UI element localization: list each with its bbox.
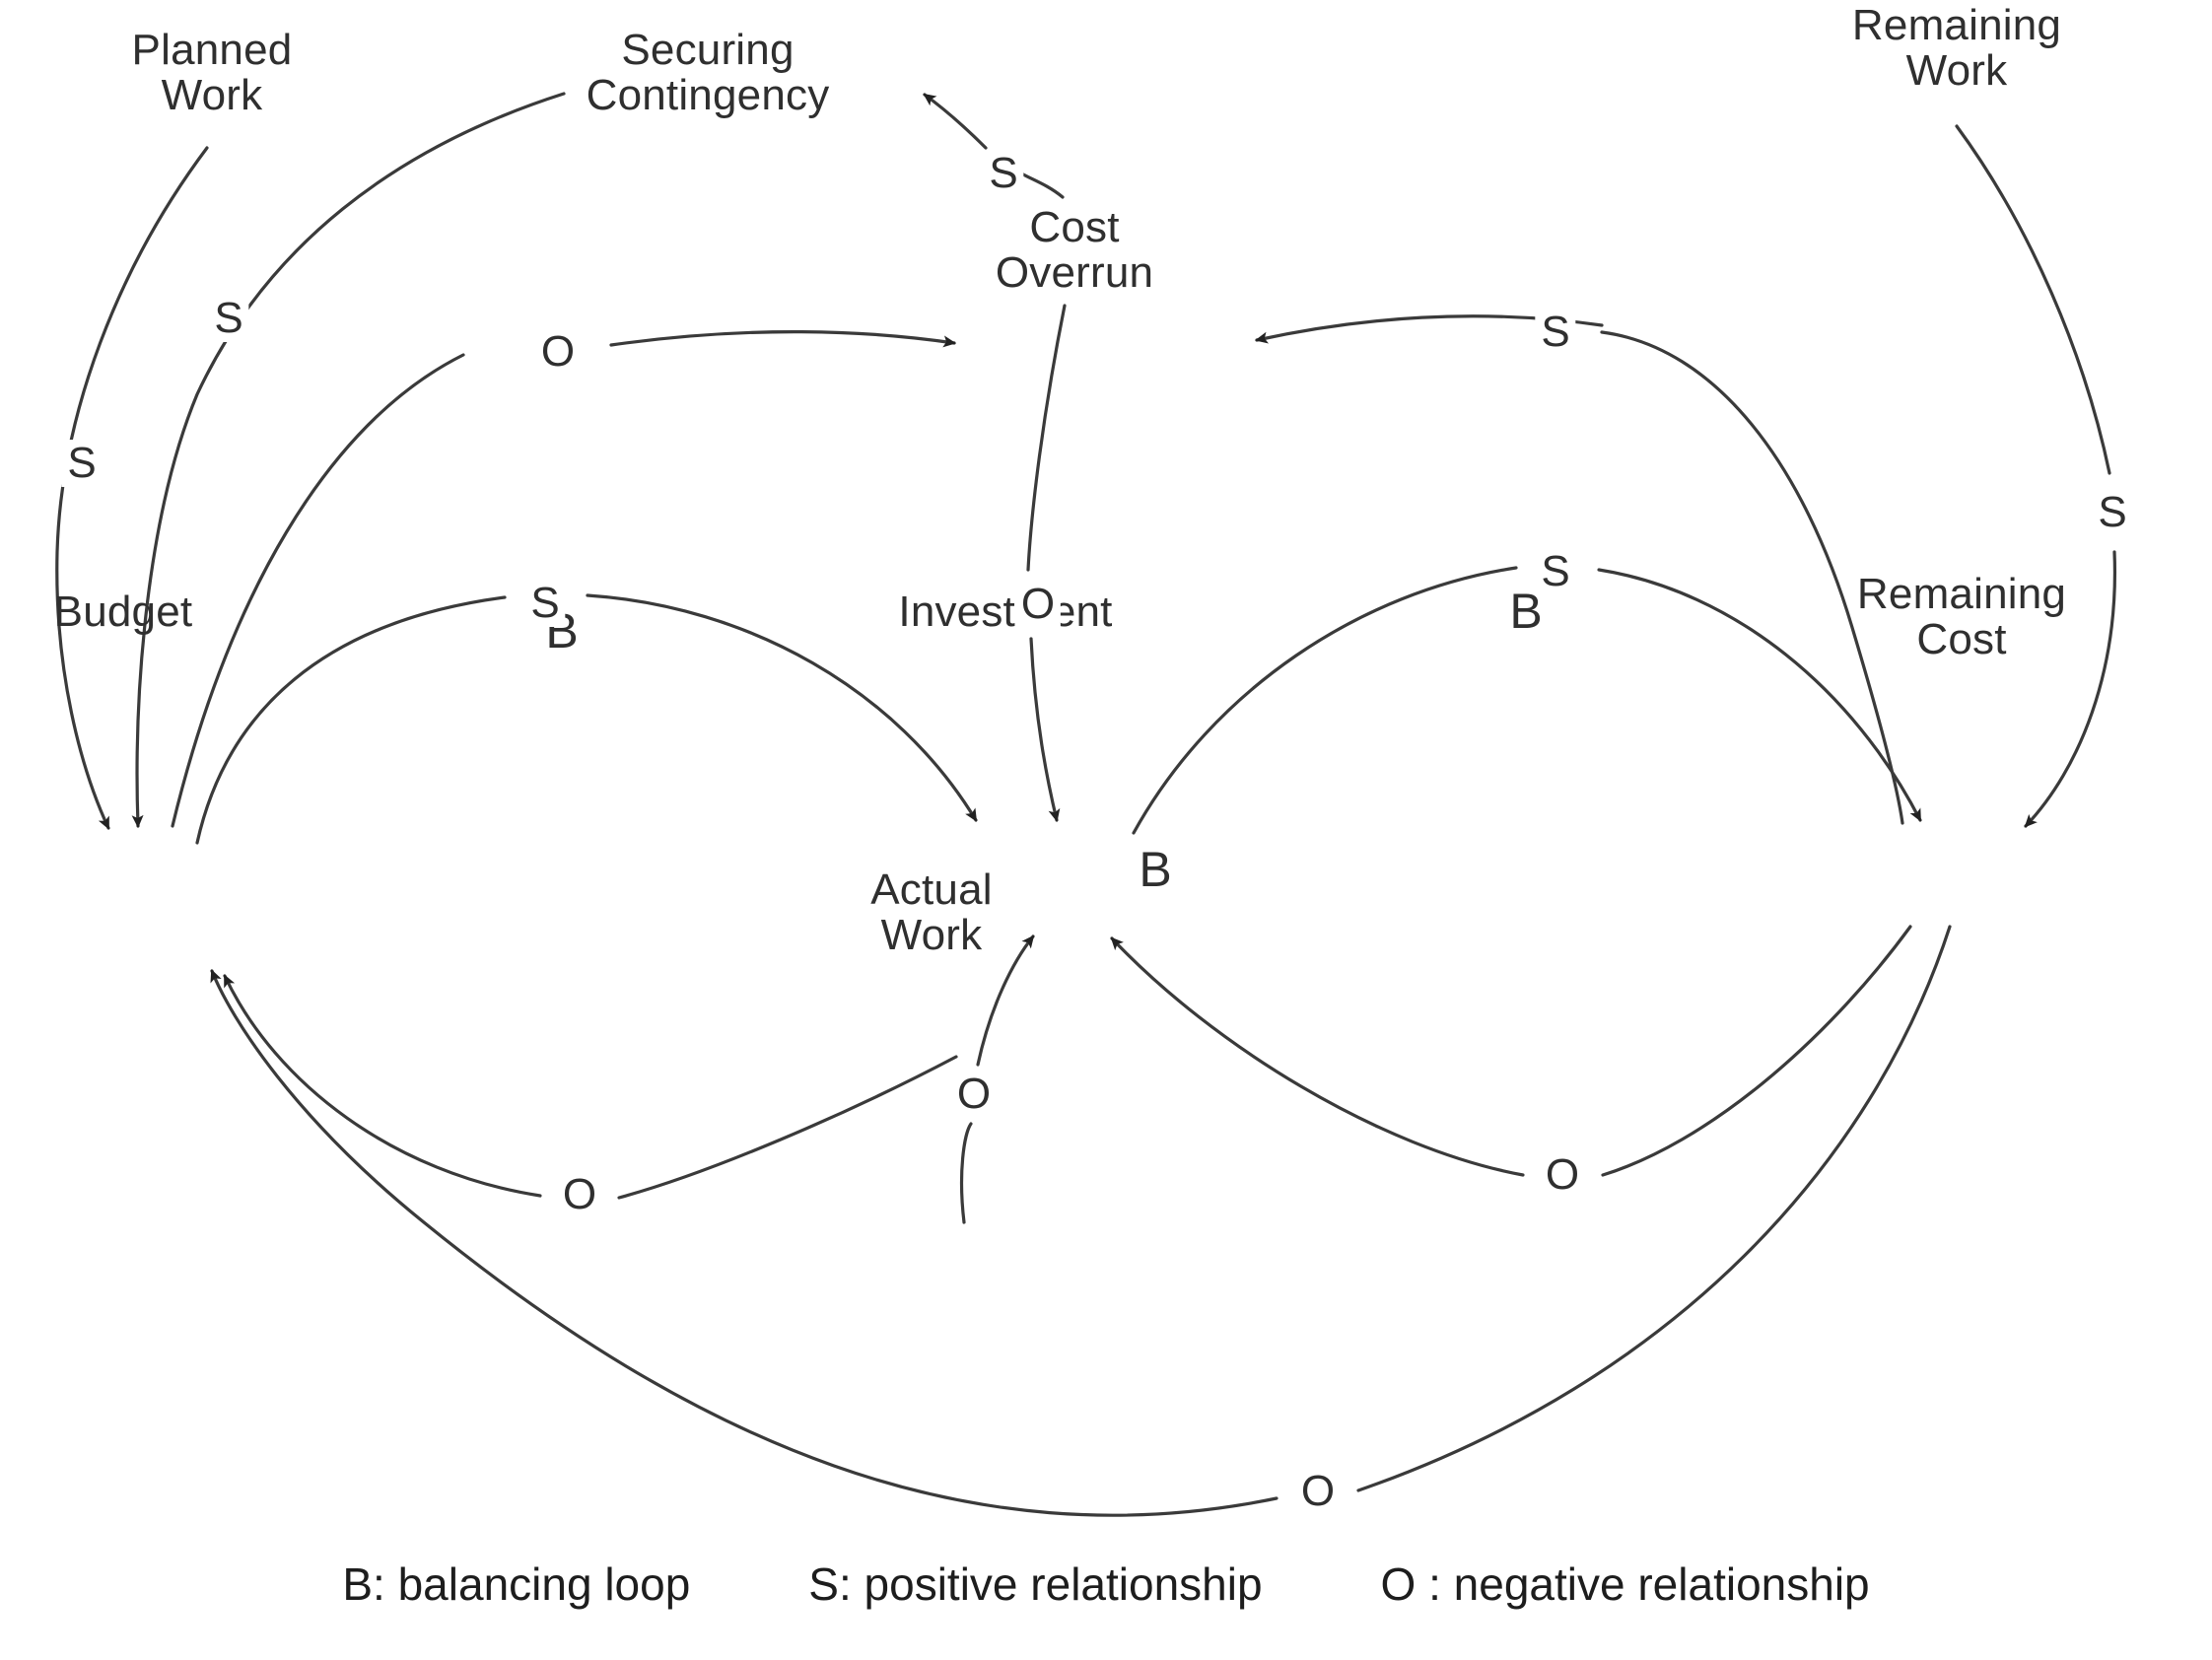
link-actual-work-to-investment-2 [976,934,1035,1067]
link-actual-work-to-investment [959,1122,973,1224]
node-remaining-cost[interactable]: Remaining Cost [1856,570,2067,664]
link-investment-to-remaining-cost [1132,566,1518,835]
link-budget-to-cost-overrun [171,353,465,828]
link-investment-to-budget-2 [223,974,542,1198]
link-planned-work-to-budget [55,146,209,830]
link-remaining-work-to-remaining-cost [1955,124,2111,475]
edge-sign-securing-contingency-to-budget: S [208,295,249,342]
link-investment-to-budget [617,1055,958,1200]
node-cost-overrun[interactable]: Cost Overrun [995,203,1154,298]
loop-label-balancing-bottom: B [1139,842,1172,897]
legend-positive-relationship: S: positive relationship [808,1558,1263,1610]
node-securing-contingency[interactable]: Securing Contingency [586,26,830,120]
edge-sign-remaining-cost-to-cost-overrun: S [1535,309,1576,356]
link-cost-overrun-to-securing-contingency-2 [923,93,988,150]
link-securing-contingency-to-budget [131,92,566,828]
link-remaining-work-to-remaining-cost-2 [2024,550,2117,828]
edge-sign-actual-work-to-investment: O [950,1071,998,1118]
link-cost-overrun-to-investment [1026,304,1067,572]
node-remaining-work[interactable]: Remaining Work [1851,1,2062,96]
edge-sign-remaining-cost-to-budget: O [1294,1468,1342,1515]
node-investment[interactable]: Investment [898,588,1113,636]
legend-negative-relationship: O : negative relationship [1380,1558,1870,1610]
link-remaining-cost-to-budget-2 [210,969,1279,1517]
link-cost-overrun-to-investment-2 [1029,637,1061,822]
node-budget[interactable]: Budget [53,588,193,636]
link-budget-to-cost-overrun-2 [609,330,956,348]
edge-sign-budget-to-investment: S [524,580,566,627]
node-planned-work[interactable]: Planned Work [131,26,293,120]
edge-sign-planned-work-to-budget: S [61,440,103,487]
edge-sign-budget-to-cost-overrun: O [534,328,582,376]
edge-sign-remaining-work-to-remaining-cost: S [2092,489,2133,536]
edge-sign-cost-overrun-to-securing-contingency: S [983,150,1024,197]
link-budget-to-investment-2 [586,593,978,822]
edge-sign-remaining-cost-to-investment: O [1539,1151,1586,1199]
link-remaining-cost-to-investment [1601,925,1912,1177]
legend-balancing-loop: B: balancing loop [342,1558,691,1610]
edge-sign-investment-to-remaining-cost: S [1535,548,1576,595]
edge-sign-cost-overrun-to-investment: O [1014,581,1062,628]
link-remaining-cost-to-investment-2 [1110,936,1525,1177]
legend: B: balancing loop S: positive relationsh… [0,1557,2212,1611]
link-remaining-cost-to-budget [1356,925,1952,1492]
link-investment-to-remaining-cost-2 [1597,568,1922,822]
link-budget-to-investment [195,595,507,845]
node-actual-work[interactable]: Actual Work [870,865,993,960]
edge-sign-investment-to-budget: O [556,1171,603,1218]
